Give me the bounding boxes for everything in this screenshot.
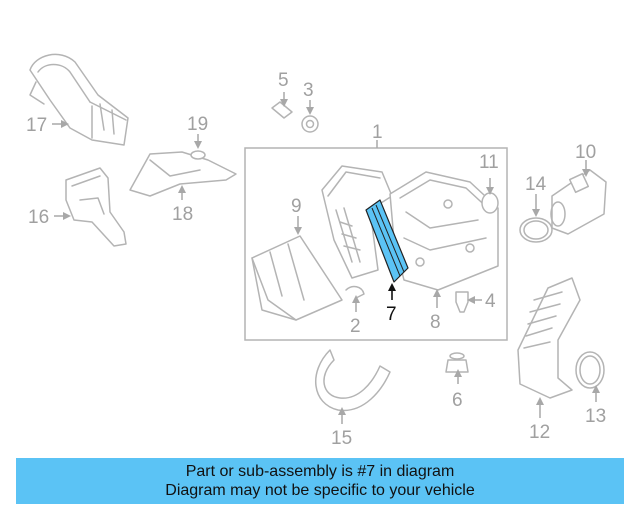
callout-13: 13 — [585, 406, 606, 427]
part-19-clip — [190, 150, 206, 160]
part-13-clamp — [575, 351, 605, 389]
callout-12: 12 — [529, 422, 550, 443]
part-3-grommet — [301, 115, 319, 133]
part-17-air-duct — [29, 53, 129, 146]
leader-lines — [52, 92, 600, 424]
callout-4: 4 — [485, 291, 496, 312]
callout-19: 19 — [187, 114, 208, 135]
part-12-intake-duct — [517, 277, 581, 399]
callout-3: 3 — [303, 80, 314, 101]
banner-line-1: Part or sub-assembly is #7 in diagram — [185, 463, 455, 480]
part-8-housing — [389, 171, 499, 291]
callout-16: 16 — [28, 207, 49, 228]
part-10-air-flow-meter — [550, 169, 607, 235]
callout-7: 7 — [386, 304, 397, 325]
part-4-bolt — [455, 291, 469, 313]
callout-9: 9 — [291, 196, 302, 217]
part-18-shield — [129, 151, 237, 197]
info-banner: Part or sub-assembly is #7 in diagram Di… — [16, 458, 624, 504]
callout-6: 6 — [452, 390, 463, 411]
callout-15: 15 — [331, 428, 352, 449]
part-5-bolt — [271, 101, 293, 119]
part-14-clamp — [519, 217, 553, 243]
part-16-bracket — [65, 167, 127, 247]
callout-10: 10 — [575, 142, 596, 163]
callout-14: 14 — [525, 174, 547, 195]
callout-18: 18 — [172, 204, 193, 225]
assembly-frame — [244, 147, 508, 341]
part-7-air-filter-element — [365, 199, 409, 283]
callout-5: 5 — [278, 70, 289, 91]
callout-2: 2 — [350, 316, 361, 337]
part-6-grommet — [445, 352, 469, 373]
part-2-clip — [345, 285, 365, 299]
part-15-hose — [315, 349, 391, 412]
callout-1: 1 — [372, 122, 383, 143]
part-11-seal — [481, 192, 499, 214]
callout-17: 17 — [26, 115, 47, 136]
part-9-snorkel — [251, 235, 343, 321]
callout-8: 8 — [430, 312, 441, 333]
banner-line-2: Diagram may not be specific to your vehi… — [165, 482, 475, 499]
callout-11: 11 — [479, 152, 499, 173]
